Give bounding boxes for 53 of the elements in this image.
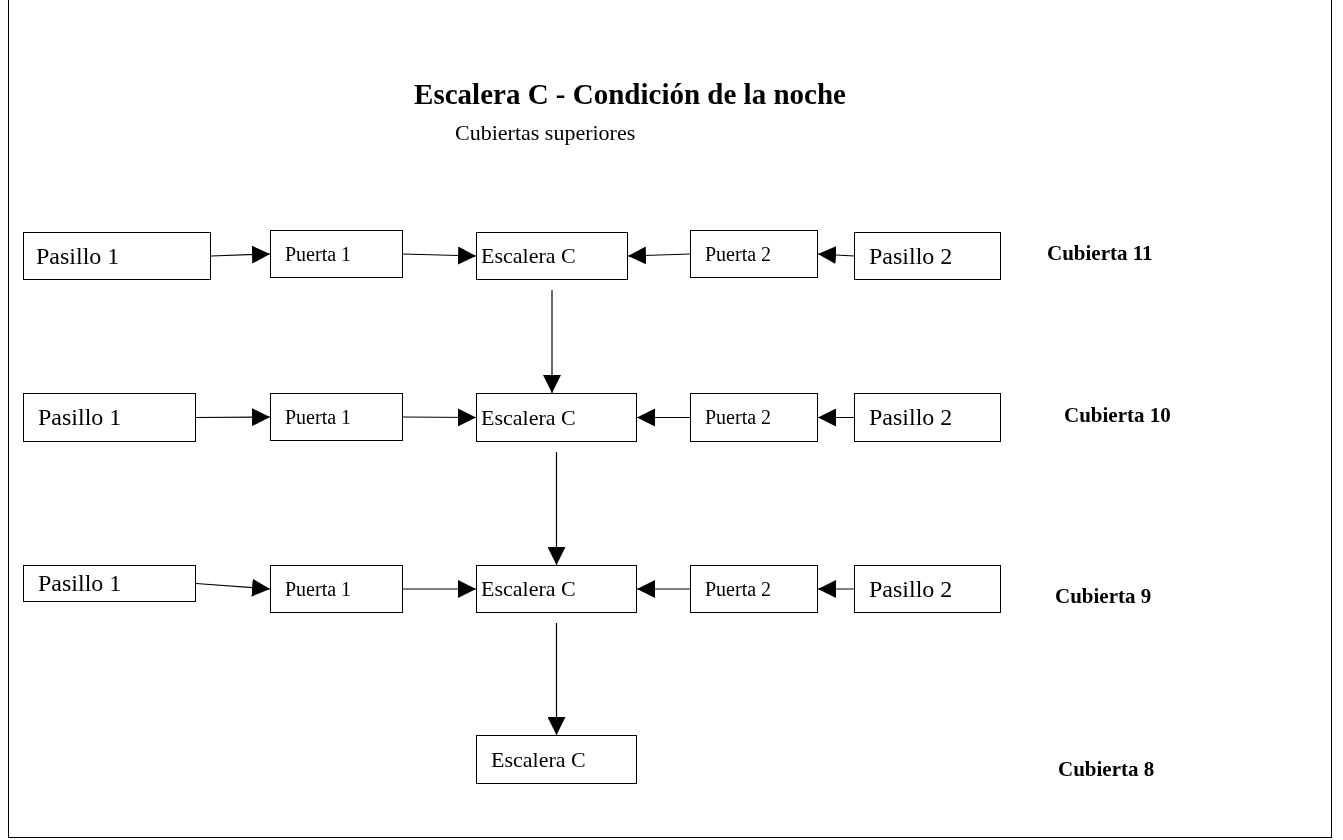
location-name: Puerta 1 bbox=[285, 242, 352, 266]
deck-label: Cubierta 10 bbox=[1064, 403, 1171, 428]
subtitle: Cubiertas superiores bbox=[455, 120, 636, 146]
location-box bbox=[690, 230, 818, 278]
arrow bbox=[817, 580, 855, 598]
location-box bbox=[270, 230, 403, 278]
location-box bbox=[690, 393, 818, 442]
arrow bbox=[195, 408, 271, 427]
location-box bbox=[23, 565, 196, 602]
location-name: Puerta 1 bbox=[285, 577, 352, 601]
arrow bbox=[636, 408, 691, 427]
location-name: Pasillo 1 bbox=[38, 404, 122, 431]
location-name: Escalera C bbox=[481, 404, 576, 431]
location-name: Escalera C bbox=[491, 746, 586, 773]
location-box bbox=[23, 393, 196, 442]
location-name: Pasillo 1 bbox=[36, 242, 120, 270]
arrow bbox=[817, 408, 855, 427]
location-name: Escalera C bbox=[481, 576, 576, 602]
location-box bbox=[476, 565, 637, 613]
location-name: Puerta 1 bbox=[285, 405, 352, 429]
location-box bbox=[476, 735, 637, 784]
location-box bbox=[23, 232, 211, 280]
location-box bbox=[476, 393, 637, 442]
location-box bbox=[270, 393, 403, 441]
arrow bbox=[402, 408, 477, 427]
location-name: Puerta 2 bbox=[705, 406, 772, 429]
diagram-title: Escalera C - Condición de la noche bbox=[413, 78, 847, 111]
location-box bbox=[476, 232, 628, 280]
arrow bbox=[627, 246, 691, 265]
arrow bbox=[402, 246, 477, 265]
location-name: Pasillo 2 bbox=[869, 242, 953, 270]
arrow bbox=[547, 622, 566, 736]
deck-label: Cubierta 8 bbox=[1058, 757, 1155, 782]
location-name: Pasillo 2 bbox=[869, 404, 953, 431]
location-box bbox=[690, 565, 818, 613]
arrow bbox=[402, 580, 477, 598]
location-name: Pasillo 2 bbox=[869, 575, 953, 603]
location-box bbox=[854, 232, 1001, 280]
arrow bbox=[636, 580, 691, 598]
arrow bbox=[543, 289, 561, 394]
location-name: Puerta 2 bbox=[705, 577, 772, 601]
location-name: Escalera C bbox=[481, 243, 576, 269]
location-box bbox=[854, 393, 1001, 442]
location-box bbox=[854, 565, 1001, 613]
location-box bbox=[270, 565, 403, 613]
deck-label: Cubierta 11 bbox=[1047, 241, 1153, 266]
location-name: Puerta 2 bbox=[705, 242, 772, 266]
arrow bbox=[547, 451, 566, 566]
location-name: Pasillo 1 bbox=[38, 570, 122, 597]
arrow bbox=[210, 245, 271, 264]
arrow bbox=[195, 578, 271, 597]
deck-label: Cubierta 9 bbox=[1055, 584, 1152, 609]
arrow bbox=[817, 246, 855, 264]
